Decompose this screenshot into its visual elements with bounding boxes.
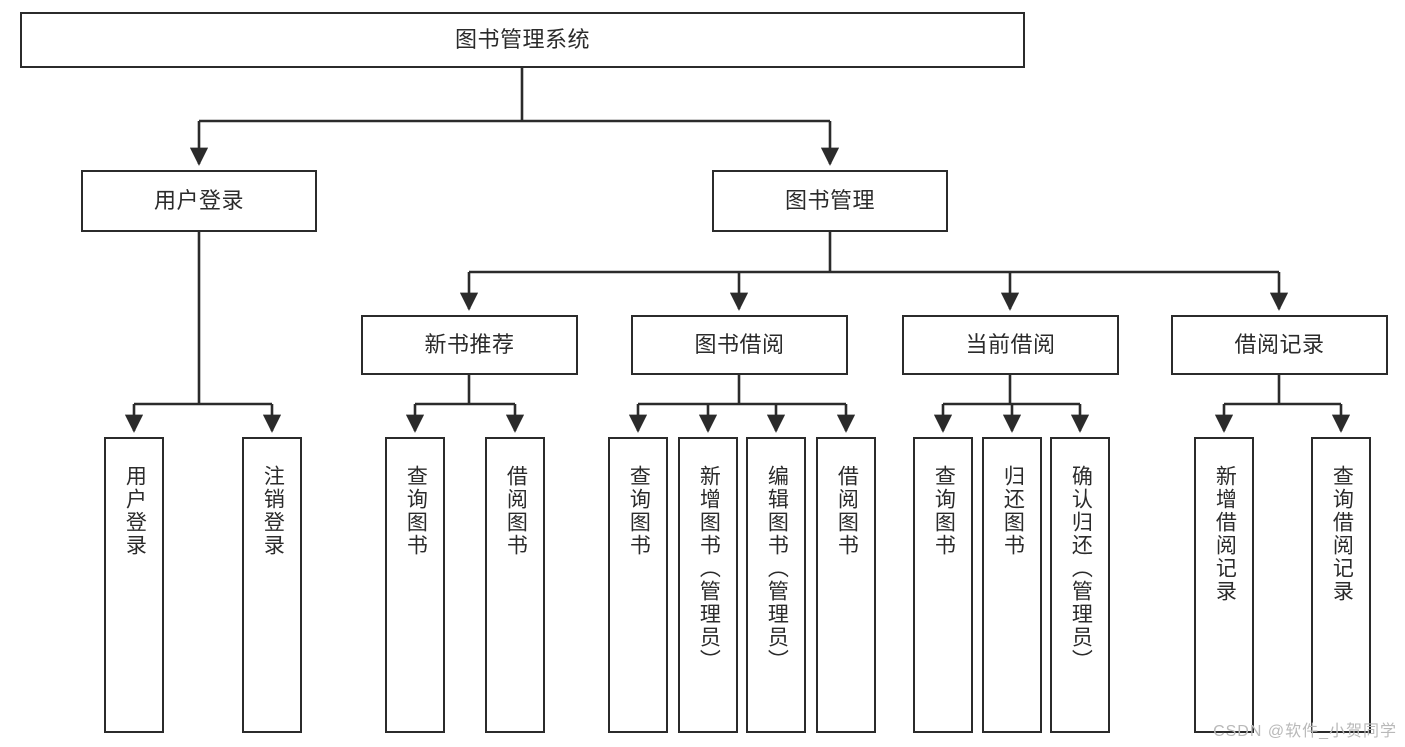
node-leaf-user-login[interactable]: 用户登录 xyxy=(104,437,164,733)
node-leaf-borrow-book-rec-label: 借阅图书 xyxy=(504,465,528,557)
node-borrow-record[interactable]: 借阅记录 xyxy=(1171,315,1388,375)
node-user-login-label: 用户登录 xyxy=(153,187,244,213)
node-leaf-query-book-borrow[interactable]: 查询图书 xyxy=(608,437,668,733)
node-borrow-record-label: 借阅记录 xyxy=(1234,331,1325,357)
node-root-label: 图书管理系统 xyxy=(454,26,590,52)
node-leaf-edit-book[interactable]: 编辑图书（管理员） xyxy=(746,437,806,733)
node-leaf-query-record[interactable]: 查询借阅记录 xyxy=(1311,437,1371,733)
node-leaf-add-book-label: 新增图书（管理员） xyxy=(697,465,721,672)
node-leaf-borrow-book-label: 借阅图书 xyxy=(835,465,859,557)
node-leaf-query-book-borrow-label: 查询图书 xyxy=(627,465,651,557)
node-leaf-query-record-label: 查询借阅记录 xyxy=(1330,465,1354,603)
node-root[interactable]: 图书管理系统 xyxy=(20,12,1025,68)
node-leaf-edit-book-label: 编辑图书（管理员） xyxy=(765,465,789,672)
node-current-borrow[interactable]: 当前借阅 xyxy=(902,315,1119,375)
node-leaf-user-login-label: 用户登录 xyxy=(123,465,147,557)
node-book-manage-label: 图书管理 xyxy=(784,187,875,213)
node-book-manage[interactable]: 图书管理 xyxy=(712,170,948,232)
node-leaf-add-book[interactable]: 新增图书（管理员） xyxy=(678,437,738,733)
node-leaf-return-book[interactable]: 归还图书 xyxy=(982,437,1042,733)
node-book-borrow-label: 图书借阅 xyxy=(694,331,785,357)
node-user-login[interactable]: 用户登录 xyxy=(81,170,317,232)
node-leaf-query-book-rec-label: 查询图书 xyxy=(404,465,428,557)
node-leaf-confirm-return-label: 确认归还（管理员） xyxy=(1069,465,1093,672)
node-leaf-query-book-current-label: 查询图书 xyxy=(932,465,956,557)
node-leaf-user-logout[interactable]: 注销登录 xyxy=(242,437,302,733)
node-new-book-recommend-label: 新书推荐 xyxy=(424,331,515,357)
node-leaf-add-record[interactable]: 新增借阅记录 xyxy=(1194,437,1254,733)
node-leaf-user-logout-label: 注销登录 xyxy=(261,465,285,557)
node-new-book-recommend[interactable]: 新书推荐 xyxy=(361,315,578,375)
node-leaf-query-book-current[interactable]: 查询图书 xyxy=(913,437,973,733)
node-book-borrow[interactable]: 图书借阅 xyxy=(631,315,848,375)
watermark: CSDN @软件_小贺同学 xyxy=(1213,723,1397,740)
node-current-borrow-label: 当前借阅 xyxy=(965,331,1056,357)
node-leaf-borrow-book-rec[interactable]: 借阅图书 xyxy=(485,437,545,733)
node-leaf-query-book-rec[interactable]: 查询图书 xyxy=(385,437,445,733)
node-leaf-add-record-label: 新增借阅记录 xyxy=(1213,465,1237,603)
node-leaf-borrow-book[interactable]: 借阅图书 xyxy=(816,437,876,733)
node-leaf-return-book-label: 归还图书 xyxy=(1001,465,1025,557)
node-leaf-confirm-return[interactable]: 确认归还（管理员） xyxy=(1050,437,1110,733)
